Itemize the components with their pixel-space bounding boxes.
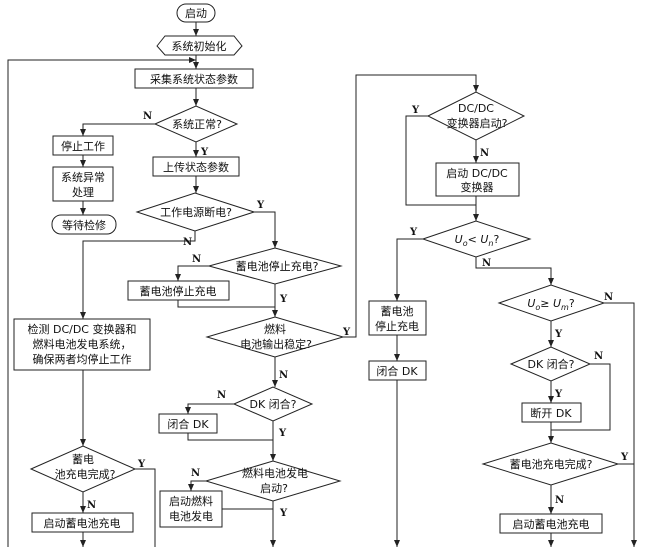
uo-lt-un-u1: U	[455, 233, 463, 246]
label-battery-left-n: N	[87, 500, 96, 511]
label-dk-close1-y: Y	[278, 428, 287, 439]
label-fuel-start-n: N	[191, 468, 200, 479]
label-power-fail-y: Y	[256, 200, 265, 211]
check-box	[13, 318, 151, 371]
stop-work-text: 停止工作	[61, 139, 105, 153]
label-power-fail-n: N	[183, 237, 192, 248]
start-dcdc-text-1: 启动 DC/DC	[446, 167, 508, 180]
label-battery-stop-n: N	[192, 254, 201, 265]
connectors	[7, 22, 637, 547]
uo-lt-un-q: ?	[493, 233, 499, 246]
dcdc-started-text-2: 变换器启动?	[447, 116, 508, 130]
label-battery-left-y: Y	[137, 459, 146, 470]
upload-text: 上传状态参数	[163, 160, 229, 174]
start-dcdc-text-2: 变换器	[461, 180, 494, 194]
sys-abnormal-text-2: 处理	[72, 186, 94, 199]
init-hexagon	[156, 35, 243, 56]
label-dcdc-started-y: Y	[411, 105, 420, 116]
dk-close-q2-text: DK 闭合?	[527, 357, 574, 371]
check-text-1: 检测 DC/DC 变换器和	[27, 322, 136, 336]
close-dk-text: 闭合 DK	[167, 417, 209, 431]
uo-ge-um-sub2: m	[561, 303, 569, 312]
label-dcdc-started-n: N	[480, 148, 489, 159]
label-battery-right-y: Y	[620, 452, 629, 463]
label-battery-right-n: N	[555, 495, 564, 506]
label-dk-close2-y: Y	[554, 389, 563, 400]
label-uo-ge-um-n: N	[604, 292, 613, 303]
open-dk-text: 断开 DK	[530, 406, 572, 420]
system-ok-diamond	[153, 105, 239, 143]
wait-repair-terminal	[51, 214, 117, 235]
battery-stop-charge-q-text: 蓄电池停止充电?	[236, 259, 319, 273]
dk-close-q1-text: DK 闭合?	[249, 397, 296, 411]
label-uo-ge-um-y: Y	[554, 329, 563, 340]
uo-lt-un-sub1: o	[463, 239, 468, 248]
label-system-ok-y: Y	[200, 147, 209, 158]
uo-lt-un-mid: < U	[468, 233, 489, 246]
label-fuel-start-y: Y	[279, 508, 288, 519]
power-fail-text: 工作电源断电?	[160, 205, 232, 219]
battery-done-right-text: 蓄电池充电完成?	[510, 457, 593, 471]
fuel-start-q-text-1: 燃料电池发电	[242, 466, 308, 480]
battery-done-left-text-1: 蓄电	[72, 453, 94, 466]
wait-repair-text: 等待检修	[62, 218, 106, 232]
uo-lt-un-diamond	[421, 220, 532, 258]
dcdc-started-diamond	[426, 91, 526, 141]
dk-close-diamond-1	[232, 386, 314, 422]
start-fuel-text-1: 启动燃料	[169, 494, 213, 508]
close-dk-right-text: 闭合 DK	[376, 364, 418, 378]
label-dk-close2-n: N	[594, 351, 603, 362]
fuel-start-q-text-2: 启动?	[260, 482, 288, 495]
start-fuel-text-2: 电池发电	[169, 509, 213, 523]
uo-ge-um-text: Uo≥ Um?	[527, 297, 575, 312]
uo-lt-un-sub2: n	[488, 239, 493, 248]
label-fuel-stable-y: Y	[342, 327, 351, 338]
uo-ge-um-mid: ≥ U	[540, 297, 561, 310]
label-fuel-stable-n: N	[279, 370, 288, 381]
uo-lt-un-text: Uo< Un?	[455, 233, 500, 248]
start-dcdc-box	[435, 162, 520, 197]
uo-ge-um-q: ?	[569, 297, 575, 310]
init-text: 系统初始化	[172, 39, 227, 53]
battery-stop-right-text-2: 停止充电	[375, 319, 419, 333]
label-uo-lt-un-y: Y	[409, 227, 418, 238]
fuel-stable-text-1: 燃料	[264, 322, 286, 336]
start-charge-right-text: 启动蓄电池充电	[513, 517, 590, 531]
dcdc-started-text-1: DC/DC	[458, 102, 494, 115]
check-text-3: 确保两者均停止工作	[33, 352, 132, 366]
sys-abnormal-text-1: 系统异常	[61, 171, 105, 184]
start-fuel-box	[159, 490, 223, 528]
uo-ge-um-sub1: o	[535, 303, 540, 312]
check-text-2: 燃料电池发电系统，	[33, 337, 132, 351]
battery-stop-charge-text: 蓄电池停止充电	[140, 284, 217, 298]
battery-done-left-text-2: 池充电完成?	[55, 467, 116, 481]
fuel-stable-text-2: 电池输出稳定?	[240, 337, 312, 351]
label-dk-close1-n: N	[217, 390, 226, 401]
fuel-start-diamond	[204, 460, 342, 502]
label-system-ok-n: N	[143, 111, 152, 122]
start-text: 启动	[185, 7, 207, 20]
system-ok-text: 系统正常?	[172, 118, 222, 131]
collect-text: 采集系统状态参数	[150, 72, 238, 86]
label-battery-stop-y: Y	[279, 294, 288, 305]
uo-ge-um-u1: U	[527, 297, 535, 310]
label-uo-lt-un-n: N	[482, 258, 491, 269]
collect-box	[134, 68, 254, 89]
battery-stop-charge-diamond	[207, 247, 343, 285]
start-charge-left-text: 启动蓄电池充电	[44, 516, 121, 530]
battery-stop-right-text-1: 蓄电池	[381, 305, 414, 318]
